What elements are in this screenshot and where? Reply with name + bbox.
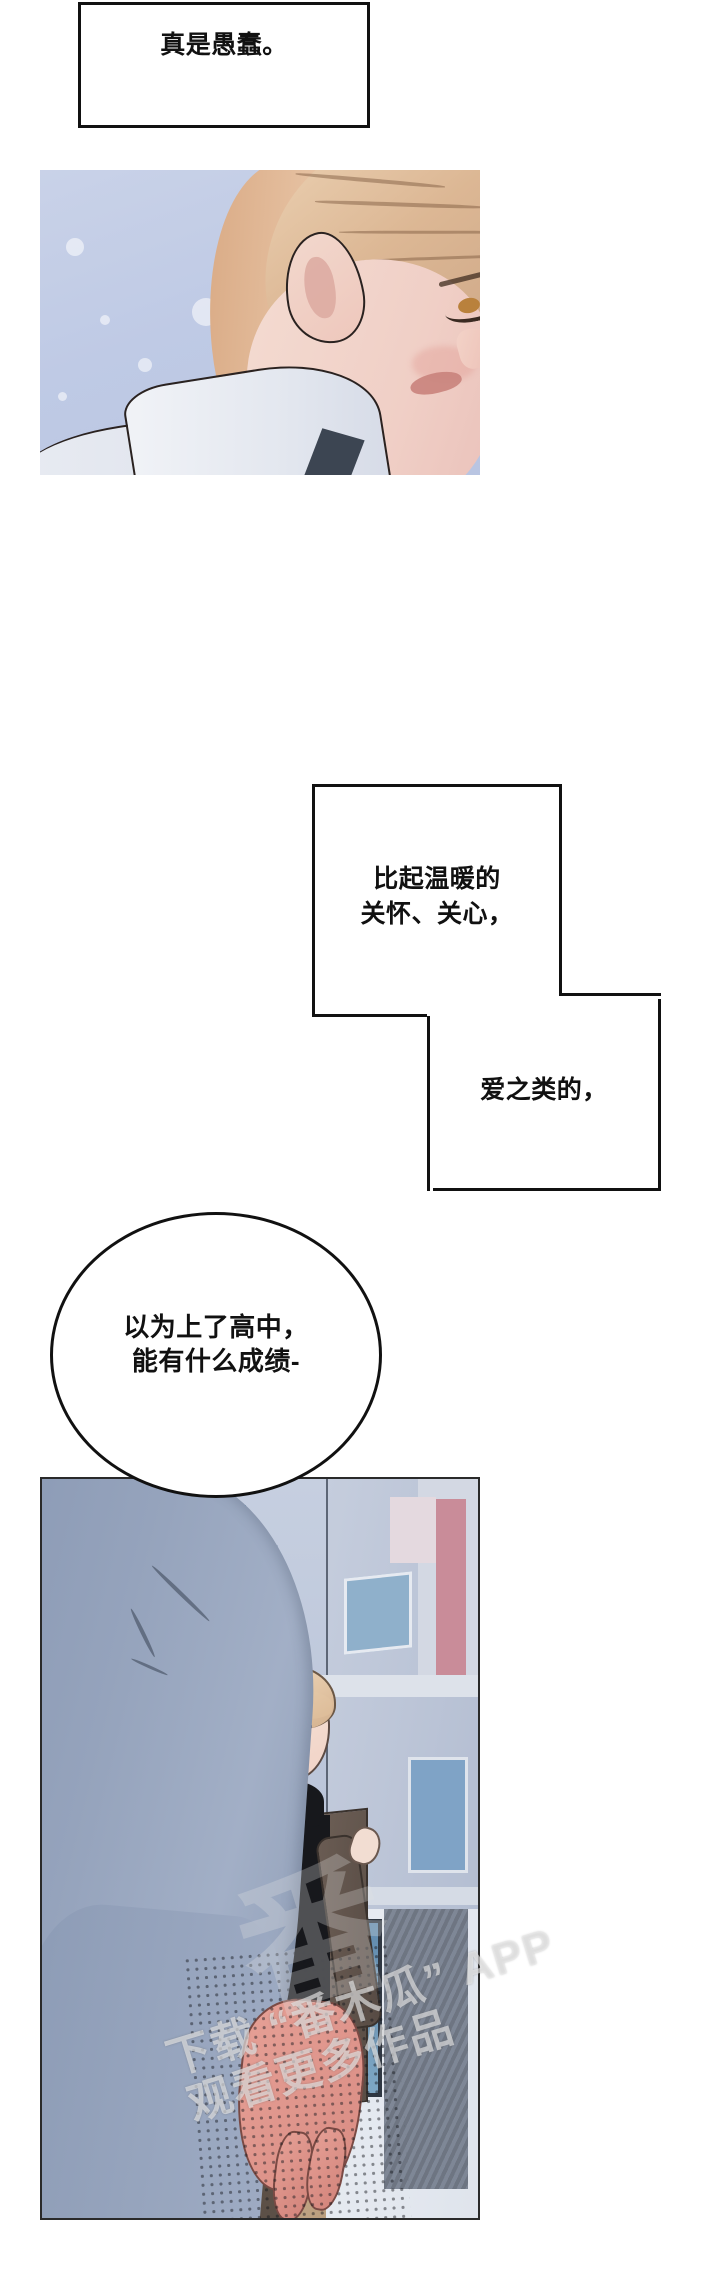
hair-strand — [339, 230, 480, 234]
window-lower — [408, 1757, 468, 1873]
dark-grille-panel — [384, 1909, 468, 2189]
building-ledge — [298, 1675, 478, 1697]
window-upper — [344, 1571, 412, 1655]
pink-wall-side — [390, 1497, 436, 1563]
fold-line — [150, 1564, 211, 1623]
panel-1-illustration — [40, 170, 480, 475]
fold-line — [130, 1657, 169, 1677]
narration-box-1 — [78, 2, 370, 128]
narration-box-3-left-edge — [427, 1016, 433, 1191]
hair-strand — [295, 171, 446, 189]
speech-bubble-1 — [50, 1212, 382, 1498]
narration-box-3 — [427, 993, 661, 1191]
inner-ear — [299, 254, 341, 321]
narration-box-2 — [312, 784, 562, 1020]
narration-box-3-top-edge — [559, 993, 661, 999]
hair-strand — [314, 199, 480, 210]
snow-dot — [138, 358, 152, 372]
narration-box-2-bottom-edge — [312, 1014, 430, 1020]
snow-dot — [100, 315, 110, 325]
snow-dot — [66, 238, 84, 256]
fold-line — [129, 1607, 157, 1658]
speech-bubble-text-1: 以为上了高中， 能有什么成绩- — [123, 1312, 309, 1377]
narration-box-2-right-edge — [559, 784, 565, 996]
narration-text-3: 爱之类的， — [480, 1076, 608, 1104]
panel-2-illustration — [40, 1477, 480, 2220]
narration-text-2: 比起温暖的 关怀、关心， — [360, 865, 514, 928]
snow-dot — [58, 392, 67, 401]
pink-wall — [436, 1499, 466, 1679]
narration-text-1: 真是愚蠢。 — [160, 31, 288, 59]
